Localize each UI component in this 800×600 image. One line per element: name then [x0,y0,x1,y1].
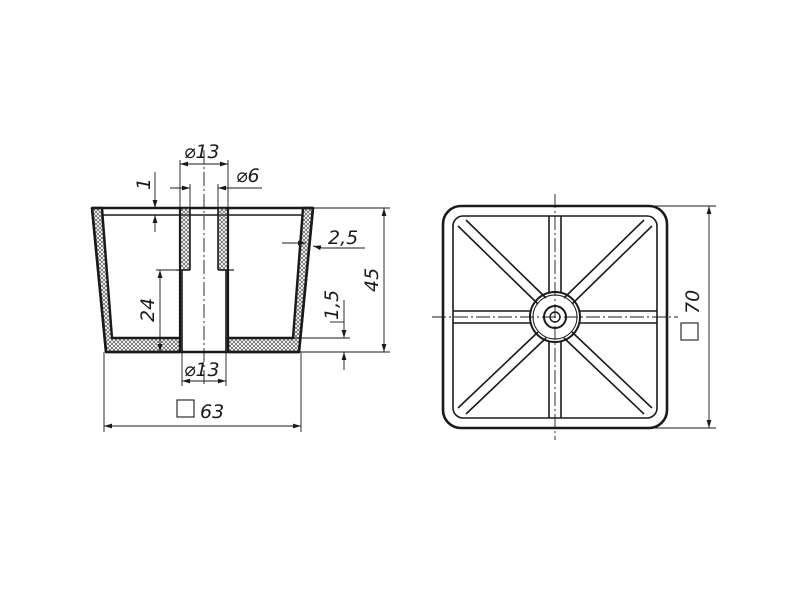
section-view [90,150,315,385]
boss-hatch-right [218,208,228,352]
square-symbol-icon [176,399,195,418]
label-bore-top-diameter: ⌀13 [184,141,220,163]
label-outer-wall: 2,5 [328,227,358,249]
orthogonal-ribs [453,216,657,418]
section-dimensions [103,160,390,432]
label-bottom-thickness: 1,5 [321,290,343,320]
label-boss-diameter: ⌀13 [184,359,220,381]
label-bore-inner-diameter: ⌀6 [236,165,260,187]
label-height: 45 [361,268,383,292]
top-dimensions [655,205,716,429]
label-top-size: 70 [682,290,704,314]
label-wall-thickness: 1 [133,178,155,190]
boss-hatch-left [180,208,190,352]
inner-wall-right [292,214,304,339]
diagonal-ribs [457,219,653,415]
inner-wall-left [101,214,113,339]
label-base-size: 63 [200,401,224,423]
square-symbol-icon [680,322,699,341]
top-view [432,194,678,440]
label-boss-height: 24 [137,298,159,322]
section-wall-hatch [90,206,315,354]
